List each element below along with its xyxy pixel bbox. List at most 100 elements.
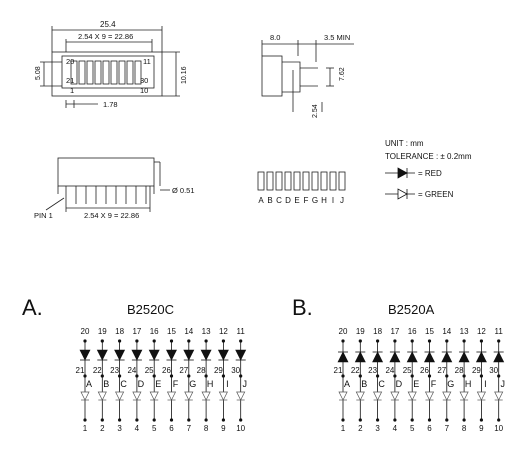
- legend-green: = GREEN: [418, 190, 454, 199]
- top-pin-number: 12: [219, 327, 228, 336]
- segment-letter: F: [173, 379, 179, 389]
- segment-letter: A: [344, 379, 350, 389]
- mid-pin-number: 30: [231, 366, 240, 375]
- green-led-icon: [184, 391, 194, 401]
- side-pin-offset: 2.54: [312, 104, 319, 118]
- circuit-model: B2520C: [127, 302, 174, 317]
- segment-letter: H: [321, 196, 327, 205]
- top-pin-number: 17: [132, 327, 141, 336]
- front-pitch-span: 2.54 X 9 = 22.86: [84, 211, 139, 220]
- segment-letter: J: [500, 379, 505, 389]
- mid-pin-number: 26: [162, 366, 171, 375]
- top-pin-number: 13: [202, 327, 211, 336]
- side-view-drawing: [261, 40, 354, 112]
- pin-dot: [410, 418, 414, 422]
- green-led-icon: [149, 391, 159, 401]
- red-led-icon: [183, 349, 195, 361]
- red-led-icon: [96, 349, 108, 361]
- pin-dot: [341, 374, 345, 378]
- top-pin-21: 21: [66, 76, 74, 85]
- pin-dot: [187, 374, 191, 378]
- segment-letter: D: [396, 379, 403, 389]
- side-body-depth: 8.0: [270, 33, 280, 42]
- top-pin-11: 11: [143, 57, 151, 66]
- green-led-icon: [390, 391, 400, 401]
- top-pin-number: 13: [460, 327, 469, 336]
- mid-pin-number: 21: [334, 366, 343, 375]
- front-view-pins: [65, 186, 151, 204]
- segment-letter: A: [258, 196, 264, 205]
- segment-letter: C: [276, 196, 282, 205]
- top-pitch-span: 2.54 X 9 = 22.86: [78, 32, 133, 41]
- top-pin-number: 18: [115, 327, 124, 336]
- mid-pin-number: 28: [455, 366, 464, 375]
- mid-pin-number: 24: [385, 366, 394, 375]
- red-led-icon: [235, 349, 247, 361]
- segment-letter: C: [120, 379, 127, 389]
- top-pin-number: 18: [373, 327, 382, 336]
- green-led-icon: [355, 391, 365, 401]
- bottom-pin-number: 9: [221, 424, 226, 433]
- mid-pin-number: 23: [368, 366, 377, 375]
- legend-red: = RED: [418, 169, 442, 178]
- mid-pin-number: 24: [127, 366, 136, 375]
- green-led-symbol-icon: [385, 188, 415, 200]
- bottom-pin-number: 6: [169, 424, 174, 433]
- circuit-letter: A.: [22, 295, 43, 320]
- segment-letter: E: [413, 379, 419, 389]
- pin-dot: [462, 418, 466, 422]
- segment-letter: H: [207, 379, 214, 389]
- side-pin-spacing: 7.62: [339, 67, 346, 81]
- bottom-pin-number: 4: [393, 424, 398, 433]
- circuit-letter: B.: [292, 295, 313, 320]
- green-led-icon: [459, 391, 469, 401]
- green-led-icon: [218, 391, 228, 401]
- pin-dot: [358, 418, 362, 422]
- top-pin-number: 19: [98, 327, 107, 336]
- top-height-left: 5.08: [35, 66, 42, 80]
- bottom-pin-number: 5: [410, 424, 415, 433]
- segment-letter: E: [155, 379, 161, 389]
- top-view-segments: [70, 60, 142, 85]
- pin-dot: [445, 418, 449, 422]
- bottom-pin-number: 10: [494, 424, 503, 433]
- bottom-pin-number: 6: [427, 424, 432, 433]
- top-pin-10: 10: [140, 86, 148, 95]
- pin-dot: [341, 418, 345, 422]
- bottom-pin-number: 2: [358, 424, 363, 433]
- green-led-icon: [236, 391, 246, 401]
- green-led-icon: [373, 391, 383, 401]
- pin-dot: [445, 374, 449, 378]
- mid-pin-number: 22: [351, 366, 360, 375]
- bottom-pin-number: 8: [462, 424, 467, 433]
- front-pin-diameter: Ø 0.51: [172, 186, 195, 195]
- green-led-icon: [442, 391, 452, 401]
- pin-dot: [393, 418, 397, 422]
- segment-letter: J: [242, 379, 247, 389]
- pin-dot: [427, 374, 432, 378]
- pin-dot: [135, 418, 139, 422]
- legend-unit: UNIT : mm: [385, 139, 424, 148]
- bottom-pin-number: 1: [341, 424, 346, 433]
- bottom-pin-number: 2: [100, 424, 105, 433]
- segment-letter: I: [226, 379, 229, 389]
- segment-letter: F: [431, 379, 437, 389]
- top-pin-30: 30: [140, 76, 148, 85]
- red-led-icon: [389, 351, 401, 363]
- mid-pin-number: 29: [214, 366, 223, 375]
- pin-dot: [479, 374, 483, 378]
- mid-pin-number: 25: [145, 366, 154, 375]
- pin-dot: [100, 374, 104, 378]
- segment-letter: C: [378, 379, 385, 389]
